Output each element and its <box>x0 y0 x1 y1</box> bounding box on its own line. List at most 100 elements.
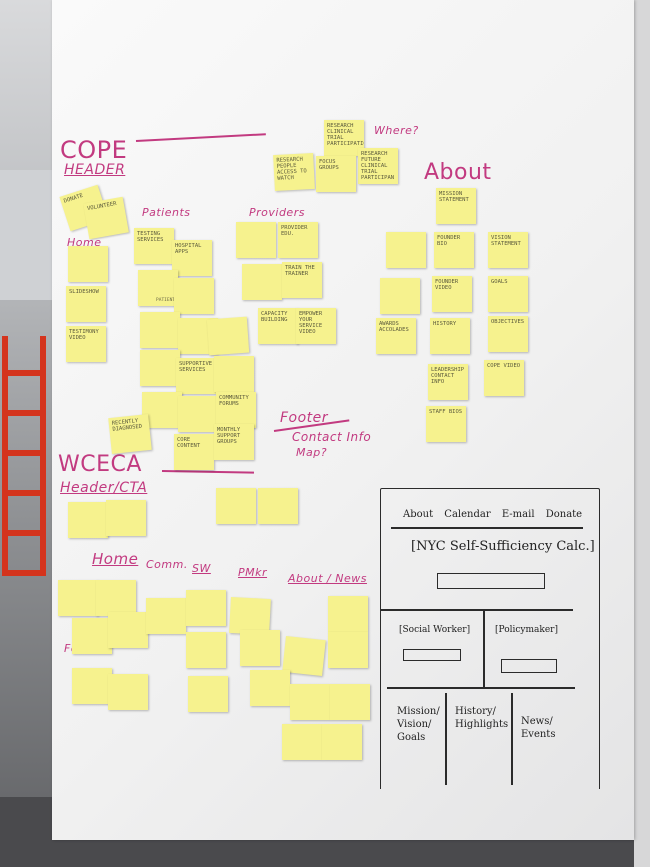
sticky-note: CAPACITY BUILDING <box>258 308 298 344</box>
sticky-note: MONTHLY SUPPORT GROUPS <box>214 424 254 460</box>
wceca-heading: WCECA <box>58 452 142 477</box>
sticky-note <box>290 684 330 720</box>
sticky-note: SLIDESHOW <box>66 286 106 322</box>
sticky-note <box>178 396 218 432</box>
sticky-note: SUPPORTIVE SERVICES <box>176 358 216 394</box>
sticky-note <box>108 674 148 710</box>
wire-split-line <box>483 609 485 687</box>
sticky-note <box>380 278 420 314</box>
sticky-note <box>72 618 112 654</box>
sticky-note: FOUNDER VIDEO <box>432 276 472 312</box>
sticky-note <box>214 356 254 392</box>
sticky-note: COPE VIDEO <box>484 360 524 396</box>
wireframe-nav: About Calendar E-mail Donate <box>403 509 590 520</box>
sticky-note <box>216 488 256 524</box>
wire-news-box: News/ Events <box>521 716 556 740</box>
sticky-note: RESEARCH CLINICAL TRIAL PARTICIPATION <box>324 120 364 156</box>
sticky-note: TRAIN THE TRAINER <box>282 262 322 298</box>
sticky-note: COMMUNITY FORUMS <box>216 392 256 428</box>
wire-nav-about: About <box>403 509 434 520</box>
header-cta-label: Header/CTA <box>60 480 148 496</box>
sticky-note <box>68 502 108 538</box>
sticky-note: HISTORY <box>430 318 470 354</box>
sticky-note: RESEARCH FUTURE CLINICAL TRIAL PARTICIPA… <box>358 148 398 184</box>
wceca-home-label: Home <box>92 550 139 568</box>
wire-mission-box: Mission/ Vision/ Goals <box>397 706 440 743</box>
wire-history-box: History/ Highlights <box>455 706 509 730</box>
sticky-note <box>240 630 280 666</box>
sticky-note: FOCUS GROUPS <box>316 156 356 192</box>
sticky-note <box>106 500 146 536</box>
sticky-note <box>174 278 214 314</box>
map-question: Map? <box>296 446 328 459</box>
wire-nav-rule <box>391 527 583 529</box>
where-question: Where? <box>374 124 419 137</box>
sticky-note <box>242 264 282 300</box>
sticky-note <box>140 312 180 348</box>
sticky-note <box>146 598 186 634</box>
wire-nav-email: E-mail <box>501 509 535 520</box>
patients-heading: Patients <box>142 206 191 219</box>
whiteboard-wall: COPE HEADER Where? About Patients Provid… <box>52 0 634 840</box>
cope-underline <box>135 133 266 142</box>
sticky-note: TESTIMONY VIDEO <box>66 326 106 362</box>
sticky-note: AWARDS ACCOLADES <box>376 318 416 354</box>
wire-bottom-rule <box>387 687 575 689</box>
wire-policymaker: [Policymaker] <box>495 625 559 635</box>
cope-heading: COPE <box>60 136 128 164</box>
wceca-sw-label: SW <box>192 562 211 575</box>
sticky-note <box>140 350 180 386</box>
wire-sw-box <box>403 649 461 661</box>
wire-calc-box <box>437 573 545 589</box>
wire-social-worker: [Social Worker] <box>399 625 471 635</box>
sticky-note: CORE CONTENT <box>174 434 214 470</box>
sticky-note: MISSION STATEMENT <box>436 188 476 224</box>
sticky-note <box>206 316 250 356</box>
sticky-note: EMPOWER YOUR SERVICE VIDEO <box>296 308 336 344</box>
sticky-note: PATIENT <box>138 270 178 306</box>
sticky-note <box>328 596 368 632</box>
sticky-note: RECENTLY DIAGNOSED <box>108 414 152 454</box>
sticky-note <box>188 676 228 712</box>
sticky-note <box>236 222 276 258</box>
sticky-note: RESEARCH PEOPLE ACCESS TO WATCH <box>273 152 315 192</box>
wceca-pmkr-label: PMkr <box>238 566 268 579</box>
wceca-comm-label: Comm. <box>146 558 188 571</box>
sticky-note <box>186 590 226 626</box>
sticky-note <box>330 684 370 720</box>
cope-header-label: HEADER <box>64 162 126 178</box>
contact-info-label: Contact Info <box>292 430 372 444</box>
sticky-note <box>258 488 298 524</box>
sticky-note: STAFF BIOS <box>426 406 466 442</box>
red-ladder <box>2 336 46 576</box>
background-shelf <box>0 170 54 300</box>
wire-divider-2 <box>511 693 513 785</box>
sticky-note: GOALS <box>488 276 528 312</box>
about-heading: About <box>424 160 492 185</box>
sticky-note <box>72 668 112 704</box>
wire-nav-donate: Donate <box>545 509 583 520</box>
sticky-note: LEADERSHIP CONTACT INFO <box>428 364 468 400</box>
wall-edge <box>634 0 650 867</box>
footer-label: Footer <box>280 410 329 426</box>
sticky-note <box>68 246 108 282</box>
sticky-note: TESTING SERVICES <box>134 228 174 264</box>
wireframe-sketch: About Calendar E-mail Donate [NYC Self-S… <box>380 488 600 789</box>
providers-heading: Providers <box>249 206 305 219</box>
sticky-note <box>186 632 226 668</box>
sticky-note: PROVIDER EDU. <box>278 222 318 258</box>
sticky-note: OBJECTIVES <box>488 316 528 352</box>
sticky-note: VOLUNTEER <box>83 196 129 240</box>
sticky-note <box>250 670 290 706</box>
wire-divider-1 <box>445 693 447 785</box>
sticky-note: VISION STATEMENT <box>488 232 528 268</box>
sticky-note: HOSPITAL APPS <box>172 240 212 276</box>
wire-title: [NYC Self-Sufficiency Calc.] <box>411 539 595 554</box>
wire-section-rule <box>381 609 573 611</box>
wire-nav-calendar: Calendar <box>444 509 491 520</box>
sticky-note <box>96 580 136 616</box>
sticky-note <box>386 232 426 268</box>
sticky-note <box>322 724 362 760</box>
wceca-about-label: About / News <box>288 572 367 585</box>
sticky-note <box>58 580 98 616</box>
